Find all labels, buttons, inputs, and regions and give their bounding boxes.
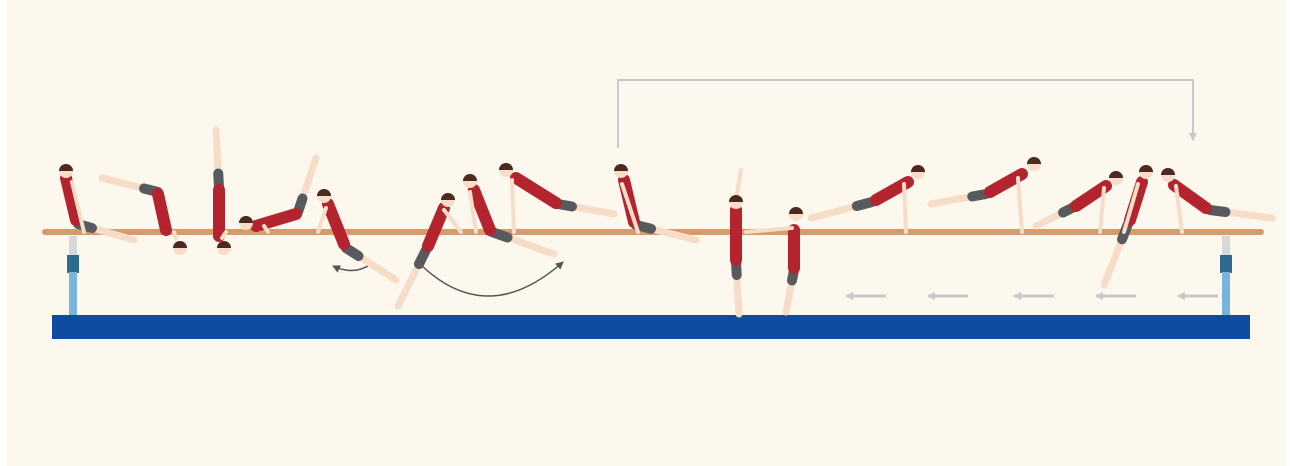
diagram-canvas	[6, 0, 1286, 466]
floor-mat	[52, 315, 1250, 339]
